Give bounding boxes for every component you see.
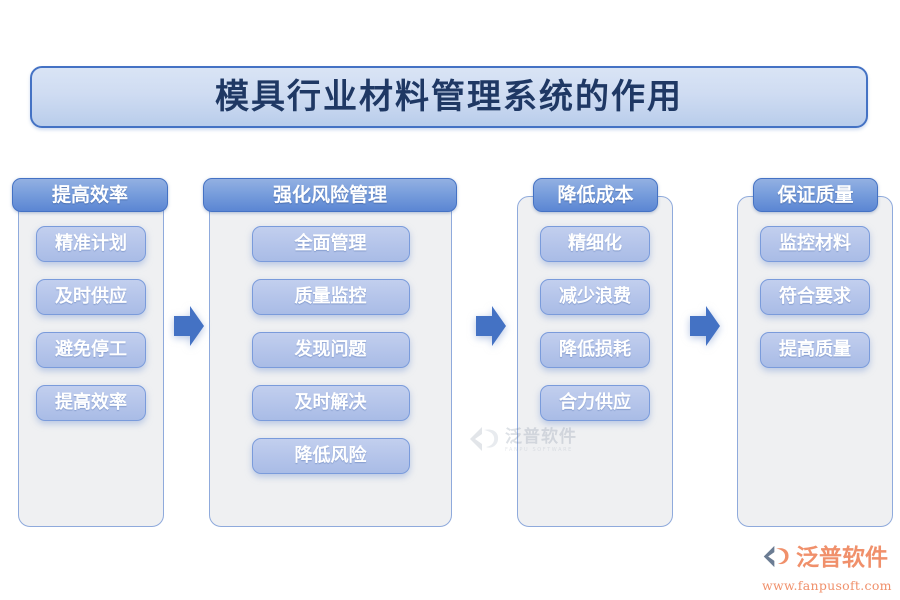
list-item[interactable]: 发现问题 (251, 332, 410, 368)
list-item-label: 合力供应 (559, 392, 631, 413)
arrow-right-icon (174, 304, 204, 348)
list-item-label: 避免停工 (55, 339, 127, 360)
list-item[interactable]: 及时供应 (36, 279, 146, 315)
page-title: 模具行业材料管理系统的作用 (215, 77, 683, 117)
column-header-2[interactable]: 降低成本 (533, 178, 658, 212)
list-item-label: 降低损耗 (559, 339, 631, 360)
list-item-label: 精准计划 (55, 233, 127, 254)
fanpu-logo: 泛普软件 www.fanpusoft.com (762, 543, 892, 593)
list-item-label: 全面管理 (294, 233, 367, 254)
logo-url: www.fanpusoft.com (762, 578, 892, 593)
list-item-label: 降低风险 (294, 445, 367, 466)
column-item-list: 精细化 减少浪费 降低损耗 合力供应 (517, 226, 673, 438)
list-item-label: 发现问题 (294, 339, 367, 360)
column-header-1[interactable]: 强化风险管理 (203, 178, 457, 212)
list-item-label: 提高效率 (55, 392, 127, 413)
list-item[interactable]: 提高质量 (760, 332, 870, 368)
column-item-list: 监控材料 符合要求 提高质量 (737, 226, 893, 385)
column-header-label: 降低成本 (557, 183, 634, 206)
list-item-label: 质量监控 (294, 286, 367, 307)
list-item-label: 提高质量 (779, 339, 851, 360)
list-item[interactable]: 符合要求 (760, 279, 870, 315)
list-item[interactable]: 精准计划 (36, 226, 146, 262)
list-item[interactable]: 质量监控 (251, 279, 410, 315)
list-item[interactable]: 提高效率 (36, 385, 146, 421)
column-item-list: 精准计划 及时供应 避免停工 提高效率 (18, 226, 164, 438)
list-item-label: 符合要求 (779, 286, 851, 307)
arrow-right-icon (476, 304, 506, 348)
list-item[interactable]: 降低风险 (251, 438, 410, 474)
list-item[interactable]: 降低损耗 (540, 332, 650, 368)
list-item[interactable]: 合力供应 (540, 385, 650, 421)
column-header-label: 强化风险管理 (272, 183, 387, 206)
list-item-label: 精细化 (568, 233, 622, 254)
list-item[interactable]: 避免停工 (36, 332, 146, 368)
arrow-right-icon (690, 304, 720, 348)
column-item-list: 全面管理 质量监控 发现问题 及时解决 降低风险 (209, 226, 452, 491)
list-item-label: 减少浪费 (559, 286, 631, 307)
logo-cn: 泛普软件 (796, 545, 888, 571)
list-item[interactable]: 减少浪费 (540, 279, 650, 315)
logo-row: 泛普软件 (762, 543, 892, 574)
list-item-label: 及时供应 (55, 286, 127, 307)
fanpu-logo-icon (468, 424, 502, 458)
column-header-label: 保证质量 (777, 183, 854, 206)
list-item-label: 及时解决 (294, 392, 367, 413)
list-item[interactable]: 监控材料 (760, 226, 870, 262)
column-header-3[interactable]: 保证质量 (753, 178, 878, 212)
list-item-label: 监控材料 (779, 233, 851, 254)
diagram-title-box: 模具行业材料管理系统的作用 (30, 66, 868, 128)
column-header-0[interactable]: 提高效率 (12, 178, 168, 212)
list-item[interactable]: 精细化 (540, 226, 650, 262)
fanpu-logo-icon (762, 543, 792, 574)
column-header-label: 提高效率 (51, 183, 128, 206)
list-item[interactable]: 及时解决 (251, 385, 410, 421)
list-item[interactable]: 全面管理 (251, 226, 410, 262)
